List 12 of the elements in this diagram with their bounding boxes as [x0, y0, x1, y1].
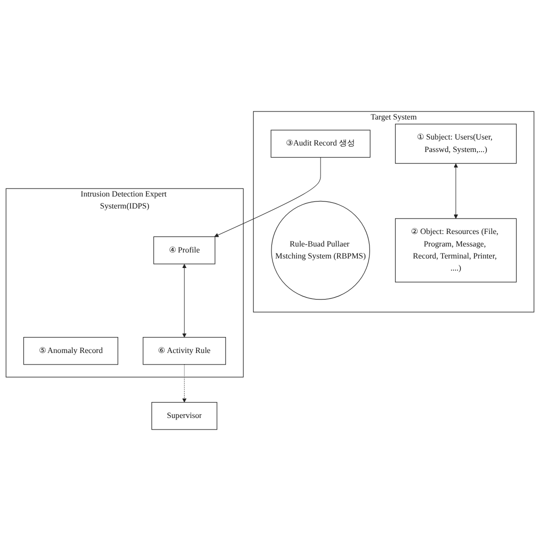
node-box: ③Audit Record 생성 — [270, 130, 370, 158]
arrow — [214, 157, 321, 238]
node-box: ① Subject: Users(User, Passwd, System,...) — [395, 124, 517, 164]
node-box: ② Object: Resources (File, Program, Message, Record, Terminal, Printer, ....) — [395, 218, 517, 282]
node-box: ④ Profile — [153, 236, 216, 264]
arrow — [454, 163, 458, 219]
node-box: ⑤ Anomaly Record — [23, 336, 118, 365]
arrow — [182, 264, 187, 338]
node-circle: Rule-Buad Pullaer Mstching System (RBPMS) — [271, 200, 370, 300]
node-box: Supervisor — [151, 402, 218, 430]
node-box: ⑥ Activity Rule — [142, 336, 226, 365]
arrow — [182, 364, 187, 403]
